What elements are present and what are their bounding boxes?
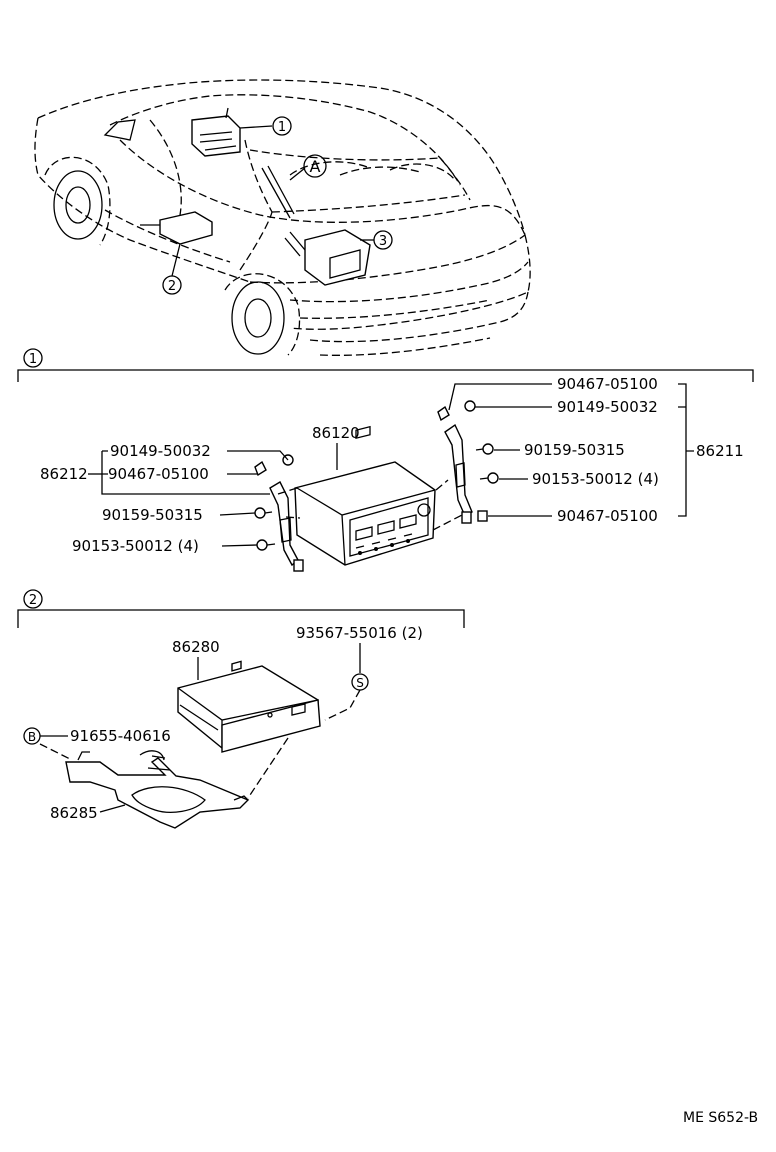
- section-1: 1 86120: [17, 348, 754, 572]
- callout-2: 2: [168, 279, 176, 294]
- callout-circle-2: [162, 275, 182, 295]
- radio-86120: [294, 425, 436, 566]
- label-86211: 86211: [696, 442, 744, 460]
- label-91655-40616: 91655-40616: [70, 727, 171, 745]
- amplifier-86280: [177, 660, 321, 753]
- section-2-badge: 2: [29, 593, 37, 608]
- label-86280: 86280: [172, 638, 220, 656]
- rear-wheel: [224, 273, 301, 356]
- callout-3: 3: [379, 234, 387, 249]
- label-86212: 86212: [40, 465, 88, 483]
- label-90467-05100-right-top: 90467-05100: [557, 375, 658, 393]
- bracket-86285: [65, 750, 250, 829]
- label-93567-55016: 93567-55016 (2): [296, 624, 423, 642]
- label-90159-50315-right: 90159-50315: [524, 441, 625, 459]
- front-wheel: [44, 156, 111, 246]
- label-86120: 86120: [312, 424, 360, 442]
- callout-circle-a: [303, 154, 327, 178]
- amplifier-location: [140, 211, 213, 245]
- label-90467-05100-left: 90467-05100: [108, 465, 209, 483]
- car-overview: 1 A 3 2: [34, 79, 531, 356]
- callout-circle-1: [272, 116, 292, 136]
- left-bracket: [254, 454, 304, 572]
- callout-b: B: [28, 730, 36, 744]
- callout-s: S: [356, 676, 364, 690]
- label-90153-50012-left: 90153-50012 (4): [72, 537, 199, 555]
- label-90153-50012-right: 90153-50012 (4): [532, 470, 659, 488]
- callout-1: 1: [278, 120, 286, 135]
- radio-unit-location: [191, 107, 241, 157]
- label-90149-50032-left: 90149-50032: [110, 442, 211, 460]
- section-1-badge: 1: [29, 352, 37, 367]
- callout-circle-3: [373, 230, 393, 250]
- footer-code: ME S652-B: [683, 1110, 758, 1126]
- callout-a: A: [310, 157, 321, 176]
- label-90159-50315-left: 90159-50315: [102, 506, 203, 524]
- trunk-unit-location: [284, 229, 371, 286]
- right-bracket: [437, 400, 476, 524]
- label-90149-50032-right: 90149-50032: [557, 398, 658, 416]
- section-2: 2 86280 86285 93567-55016 (2) S: [17, 589, 465, 829]
- label-90467-05100-right-bottom: 90467-05100: [557, 507, 658, 525]
- label-86285: 86285: [50, 804, 98, 822]
